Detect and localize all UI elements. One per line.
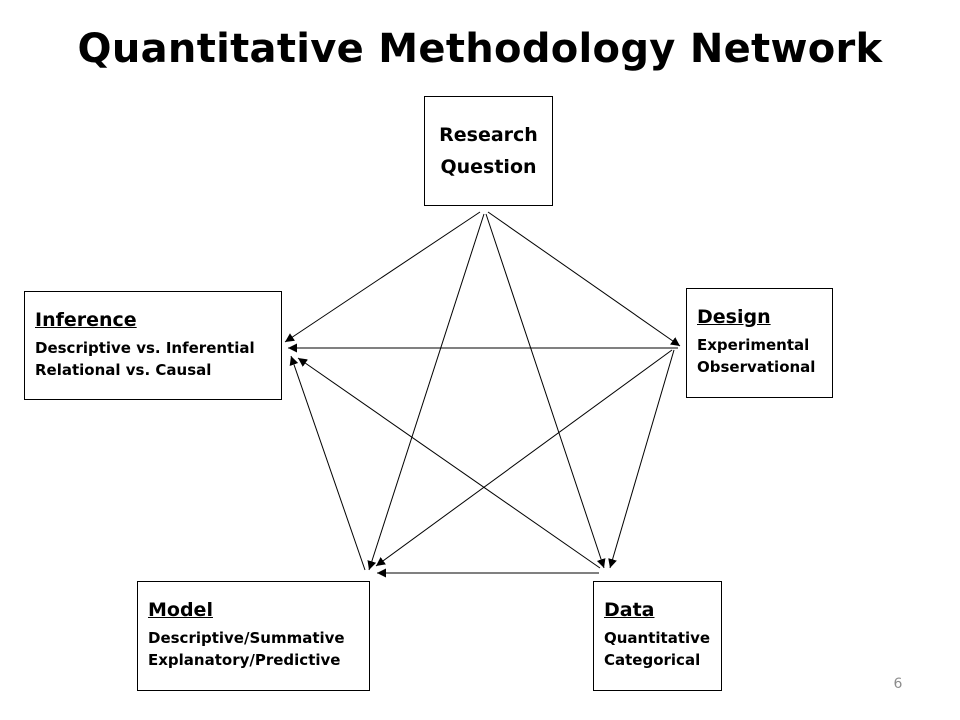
- node-model: Model Descriptive/Summative Explanatory/…: [137, 581, 370, 691]
- node-inference: Inference Descriptive vs. Inferential Re…: [24, 291, 282, 400]
- node-model-heading: Model: [148, 599, 213, 621]
- node-data: Data Quantitative Categorical: [593, 581, 722, 691]
- edge-research-to-model: [367, 213, 485, 571]
- edge-data-to-inference: [297, 357, 601, 569]
- node-inference-line-1: Descriptive vs. Inferential: [35, 339, 255, 357]
- node-data-line-1: Quantitative: [604, 629, 711, 647]
- node-design: Design Experimental Observational: [686, 288, 833, 398]
- node-research-question: Research Question: [424, 96, 553, 206]
- node-model-line-1: Descriptive/Summative: [148, 629, 345, 647]
- node-research-line-2: Question: [440, 156, 537, 178]
- edge-research-to-inference: [284, 211, 481, 343]
- node-model-line-2: Explanatory/Predictive: [148, 651, 341, 669]
- edge-research-to-data: [485, 213, 606, 569]
- page-number: 6: [893, 676, 903, 692]
- edge-model-to-inference: [289, 355, 366, 571]
- edge-research-to-design: [487, 211, 681, 347]
- node-research-line-1: Research: [439, 124, 538, 146]
- page-title: Quantitative Methodology Network: [77, 26, 883, 72]
- edge-design-to-model: [375, 349, 673, 567]
- node-data-line-2: Categorical: [604, 651, 701, 669]
- node-inference-heading: Inference: [35, 309, 137, 331]
- node-design-line-1: Experimental: [697, 336, 810, 354]
- edge-design-to-data: [608, 349, 675, 569]
- node-design-heading: Design: [697, 306, 771, 328]
- node-design-line-2: Observational: [697, 358, 816, 376]
- node-data-heading: Data: [604, 599, 655, 621]
- node-inference-line-2: Relational vs. Causal: [35, 361, 212, 379]
